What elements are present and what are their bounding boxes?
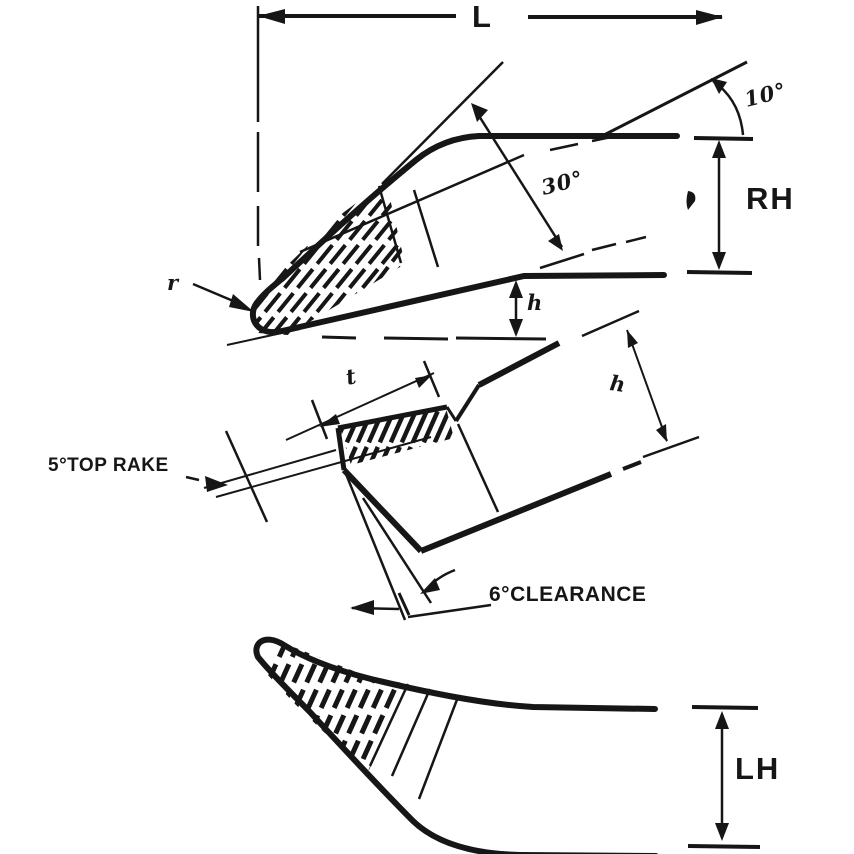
lh-braze-line-3	[417, 696, 460, 800]
rh-tool-view	[192, 6, 754, 346]
rh-side-cutting-edge	[299, 134, 647, 270]
lh-tool-view	[250, 636, 761, 854]
section-outline	[335, 340, 642, 554]
dimension-LH	[687, 705, 761, 849]
dimension-30deg	[381, 61, 564, 251]
label-left-hand: LH	[735, 751, 781, 786]
dimension-RH	[686, 136, 754, 275]
rh-tool-outline	[249, 133, 680, 336]
callout-top-rake	[185, 430, 432, 523]
lh-braze-line-2	[390, 688, 432, 777]
callout-clearance	[344, 473, 492, 621]
label-tip-height: h	[527, 290, 543, 315]
dimension-L	[256, 6, 723, 281]
dimension-h-tip	[321, 280, 547, 341]
ink-mark	[686, 191, 696, 210]
dimension-h-shank	[581, 309, 700, 459]
label-shank-height: h	[608, 370, 627, 397]
lh-tool-outline	[253, 636, 659, 854]
dimension-10deg	[601, 60, 748, 138]
lh-braze-line-1	[368, 683, 410, 767]
label-nose-radius: r	[167, 270, 179, 295]
dimension-t	[285, 360, 441, 441]
label-top-rake: 5°TOP RAKE	[48, 455, 169, 476]
rh-braze-line-2	[412, 189, 440, 268]
label-overall-length: L	[472, 0, 493, 34]
tool-point-section	[185, 309, 700, 621]
label-clearance: 6°CLEARANCE	[489, 583, 647, 606]
callout-nose-radius	[192, 282, 301, 346]
label-right-hand: RH	[746, 181, 795, 216]
rh-braze-line-1	[377, 185, 403, 264]
